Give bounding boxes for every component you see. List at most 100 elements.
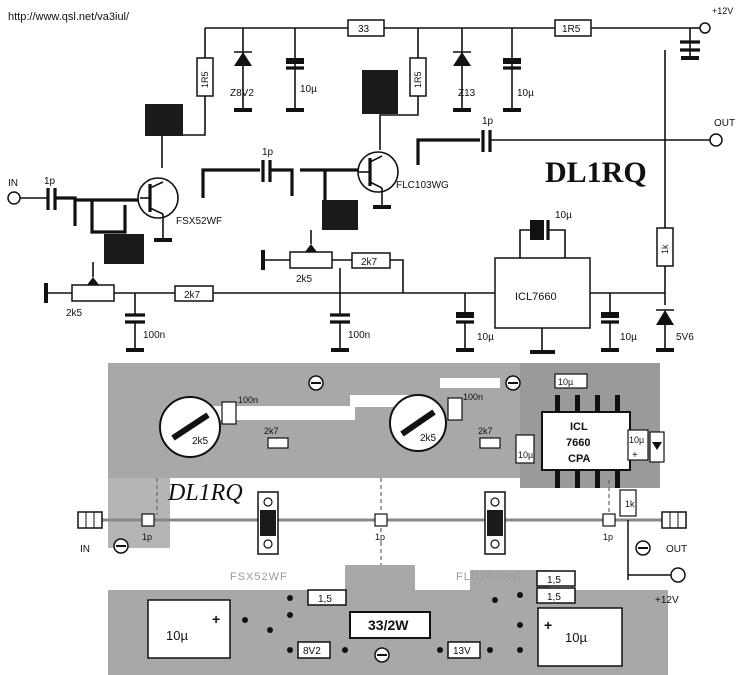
in-terminal (7, 191, 21, 205)
potentiometer-2k5-q2-label: 2k5 (296, 274, 313, 285)
smd-resistor-1k-label: 1k (625, 499, 635, 509)
resistor-1-5-b-label: 1,5 (547, 575, 561, 586)
zener-5v6 (656, 310, 674, 325)
capacitor-1p-mid-label: 1p (262, 147, 274, 158)
stripline-q2-drain (362, 70, 398, 114)
tantalum-10u-right-plus: + (632, 450, 638, 461)
ic-icl7660-label: ICL7660 (515, 291, 557, 303)
smd-cap-1p-mid-label: 1p (375, 532, 385, 542)
resistor-33-2w-label: 33/2W (368, 617, 409, 633)
capacitor-10u-icl-top-label: 10µ (555, 210, 572, 221)
trimmer-pot-2-label: 2k5 (420, 433, 437, 444)
smd-cap-1p-out-label: 1p (603, 532, 613, 542)
electrolytic-10u-right-label: 10µ (565, 630, 587, 645)
electrolytic-10u-right-plus: + (544, 617, 552, 633)
layout-out-label: OUT (666, 544, 687, 555)
trimmer-pot-2: 2k5 (389, 394, 447, 452)
source-url: http://www.qsl.net/va3iul/ (8, 11, 130, 23)
ic-icl7660 (494, 257, 591, 329)
resistor-2k7-bottom-label: 2k7 (184, 290, 201, 301)
resistor-1r5-right (554, 19, 592, 37)
resistor-1-5-a-label: 1,5 (318, 594, 332, 605)
transistor-package-q2 (484, 491, 506, 555)
ic-line-2: 7660 (566, 437, 590, 449)
zener-z13-label: Z13 (458, 88, 476, 99)
transistor-q1-label: FSX52WF (176, 216, 222, 227)
electrolytic-10u-left-plus: + (212, 611, 220, 627)
transistor-q2-label: FLC103WG (396, 180, 449, 191)
resistor-1r5-q1-label: 1R5 (200, 71, 210, 88)
schematic-title: DL1RQ (545, 156, 647, 189)
tantalum-10u-right-label: 10µ (629, 435, 644, 445)
stripline-q2-gate (322, 200, 358, 230)
resistor-1-5-c-label: 1,5 (547, 592, 561, 603)
resistor-1-5-c (536, 587, 576, 604)
capacitor-100n-2-label: 100n (348, 330, 370, 341)
smd-resistor-1k (619, 489, 637, 517)
electrolytic-10u-left (147, 599, 231, 659)
tantalum-10u-top-label: 10µ (558, 377, 573, 387)
vcc-label: +12V (712, 6, 733, 16)
smd-cap-1p-out (602, 513, 616, 527)
zener-z13 (453, 52, 471, 66)
tantalum-10u-left (515, 434, 535, 464)
in-connector (77, 511, 103, 529)
ground-via (308, 375, 324, 391)
smd-resistor-2k7-left-label: 2k7 (264, 426, 279, 436)
capacitor-10u-z13-label: 10µ (517, 88, 534, 99)
layout-q2-label: FLC103WG (456, 571, 522, 583)
input-stripline (55, 196, 77, 226)
resistor-1r5-right-label: 1R5 (562, 24, 581, 35)
zener-13v-label: 13V (453, 646, 471, 657)
resistor-1k-label: 1k (660, 244, 670, 254)
electrolytic-10u-right (537, 607, 623, 667)
capacitor-10u-z8v2 (286, 58, 304, 64)
smd-cap-100n-right (447, 397, 463, 421)
resistor-1r5-q2-label: 1R5 (413, 71, 423, 88)
potentiometer-2k5-q1 (71, 284, 115, 302)
electrolytic-10u-left-label: 10µ (166, 628, 188, 643)
schematic: +12V 33 1R5 Z8V2 10µ Z13 10µ (7, 6, 735, 354)
in-label: IN (8, 178, 18, 189)
potentiometer-2k5-q1-label: 2k5 (66, 308, 83, 319)
smd-cap-100n-right-label: 100n (463, 392, 483, 402)
transistor-package-q1 (257, 491, 279, 555)
zener-z8v2-label: Z8V2 (230, 88, 254, 99)
smd-resistor-2k7-left (267, 437, 289, 449)
ic-line-3: CPA (568, 453, 590, 465)
zener-5v6-label: 5V6 (676, 332, 694, 343)
trimmer-pot-1-label: 2k5 (192, 436, 209, 447)
ground-via (374, 647, 390, 663)
smd-cap-100n-left (221, 401, 237, 425)
zener-13v-package (447, 641, 481, 659)
capacitor-100n-1-label: 100n (143, 330, 165, 341)
layout-title: DL1RQ (167, 480, 243, 506)
capacitor-10u-icl-left-label: 10µ (477, 332, 494, 343)
resistor-1-5-b (536, 570, 576, 587)
layout-vcc-label: +12V (655, 595, 679, 606)
ic-line-1: ICL (570, 421, 588, 433)
capacitor-10u-icl-right-label: 10µ (620, 332, 637, 343)
capacitor-10u-z13 (503, 58, 521, 64)
pcb-layout: 2k5 2k5 100n 100n 2k7 2k7 ICL 7 (77, 363, 687, 675)
capacitor-1p-out-label: 1p (482, 116, 494, 127)
zener-8v2-package (297, 641, 331, 659)
smd-cap-100n-left-label: 100n (238, 395, 258, 405)
zener-z8v2 (234, 52, 252, 66)
trimmer-pot-1: 2k5 (159, 396, 221, 458)
smd-cap-1p-in (141, 513, 155, 527)
layout-q1-label: FSX52WF (230, 571, 288, 583)
smd-cap-1p-mid (374, 513, 388, 527)
stripline-q1-gate (104, 234, 144, 264)
tantalum-10u-left-label: 10µ (518, 450, 533, 460)
tantalum-10u-top (554, 373, 588, 389)
resistor-1-5-a (307, 589, 347, 606)
capacitor-1p-in-label: 1p (44, 176, 56, 187)
layout-vcc-terminal (670, 567, 686, 583)
out-terminal (709, 133, 723, 147)
resistor-33-label: 33 (358, 24, 370, 35)
stripline-q1-drain (145, 104, 183, 136)
ground-via (635, 540, 651, 556)
transistor-q1 (137, 177, 179, 219)
tantalum-10u-right (627, 429, 649, 461)
